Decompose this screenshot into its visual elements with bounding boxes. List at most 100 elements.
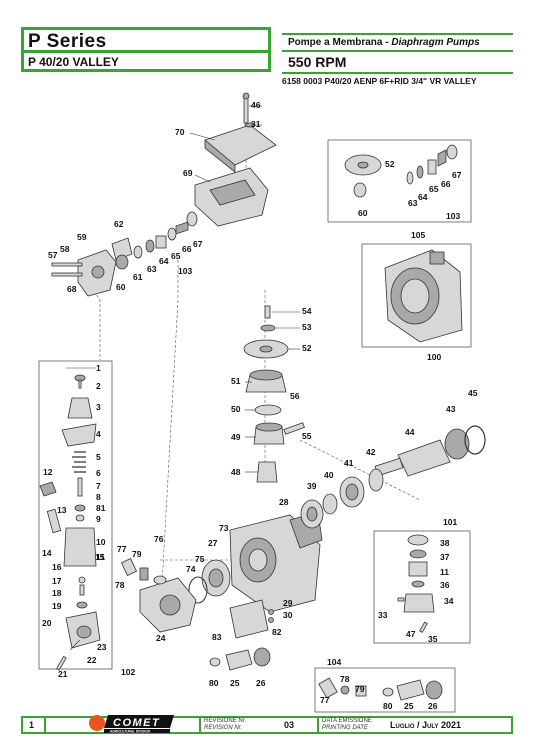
part-number-label: 33 [378,610,388,620]
part-number-label: 78 [340,674,350,684]
shaft-44 [397,439,451,477]
part-number-label: 65 [171,251,181,261]
detail-box-101 [373,530,471,644]
seal-43 [444,428,470,460]
part-number-label: 64 [159,256,169,266]
part-number-label: 18 [52,588,62,598]
part-number-label: 77 [320,695,330,705]
part-number-label: 68 [67,284,77,294]
part-number-label: 66 [441,179,451,189]
regulator-body-10 [63,527,97,567]
part-number-label: 6 [96,468,101,478]
part-number-label: 49 [231,432,241,442]
part-number-label: 66 [182,244,192,254]
hose-tail-25 [225,649,253,671]
pin-55 [283,422,305,435]
clamp-80 [209,657,221,667]
product-code: 6158 0003 P40/20 AENP 6F+RID 3/4" VR VAL… [282,76,477,86]
part-number-label: 53 [302,322,312,332]
pump-type-en: Diaphragm Pumps [391,37,480,48]
cap-12 [39,481,57,497]
knob-3 [67,397,93,419]
part-number-label: 26 [428,701,438,711]
part-number-label: 34 [444,596,454,606]
ring-42 [368,468,384,492]
footer-divider [44,716,46,734]
part-number-label: 41 [344,458,354,468]
detail-box-103 [327,139,472,223]
bolt-46 [243,96,249,124]
bolt-58 [51,272,83,277]
detail-box-104 [314,667,456,713]
part-number-label: 12 [43,467,53,477]
fitting-13 [46,508,62,534]
part-number-label: 102 [121,667,135,677]
revision-label-it: REVISIONE Nr. [204,718,247,724]
valve-34 [403,593,435,613]
footer-divider [199,716,201,734]
ring-40 [322,493,338,515]
part-number-label: 25 [230,678,240,688]
footer-divider [317,716,319,734]
part-number-label: 63 [147,264,157,274]
part-number-label: 5 [96,452,101,462]
part-number-label: 100 [427,352,441,362]
part-number-label: 79 [355,684,365,694]
part-number-label: 15 [95,552,105,562]
svg-text:AGRICULTURAL DIVISION: AGRICULTURAL DIVISION [110,729,151,733]
part-number-label: 64 [418,192,428,202]
part-number-label: 23 [97,642,107,652]
date-label-en: PRINTING DATE [322,725,368,731]
part-number-label: 16 [52,562,62,572]
header-rule-mid [282,50,513,52]
part-number-label: 44 [405,427,415,437]
rpm-label: 550 RPM [288,54,347,70]
part-number-label: 24 [156,633,166,643]
part-number-label: 30 [283,610,293,620]
part-number-label: 104 [327,657,341,667]
part-number-label: 26 [256,678,266,688]
part-number-label: 105 [411,230,425,240]
part-number-label: 14 [42,548,52,558]
part-number-label: 70 [175,127,185,137]
part-number-label: 81 [96,503,106,513]
part-number-label: 61 [133,272,143,282]
part-number-label: 79 [132,549,142,559]
revision-number: 03 [284,720,295,730]
part-number-label: 37 [440,552,450,562]
part-number-label: 4 [96,429,101,439]
part-number-label: 10 [96,537,106,547]
part-number-label: 59 [77,232,87,242]
detail-box-100 [361,243,472,348]
part-number-label: 103 [446,211,460,221]
gasket-74 [188,576,208,604]
part-number-label: 43 [446,404,456,414]
part-number-label: 27 [208,538,218,548]
part-number-label: 52 [302,343,312,353]
part-number-label: 83 [212,632,222,642]
part-number-label: 9 [96,514,101,524]
part-number-label: 7 [96,481,101,491]
part-number-label: 2 [96,381,101,391]
part-number-label: 67 [452,170,462,180]
part-number-label: 60 [358,208,368,218]
pump-type-it: Pompe a Membrana - [288,37,392,48]
part-number-label: 56 [290,391,300,401]
part-number-label: 67 [193,239,203,249]
part-number-label: 28 [279,497,289,507]
printing-date: Luglio / July 2021 [390,720,461,730]
fitting-77 [120,558,138,576]
nut-26 [253,647,271,667]
part-number-label: 77 [117,544,127,554]
fitting-62 [111,237,133,261]
head-cover-70 [204,124,277,166]
part-number-label: 40 [324,470,334,480]
part-number-label: 45 [468,388,478,398]
part-number-label: 42 [366,447,376,457]
lever-4 [61,423,97,447]
comet-logo: COMET AGRICULTURAL DIVISION [89,715,174,733]
part-number-label: 47 [406,629,416,639]
svg-text:COMET: COMET [113,717,160,729]
part-number-label: 73 [219,523,229,533]
part-number-label: 50 [231,404,241,414]
